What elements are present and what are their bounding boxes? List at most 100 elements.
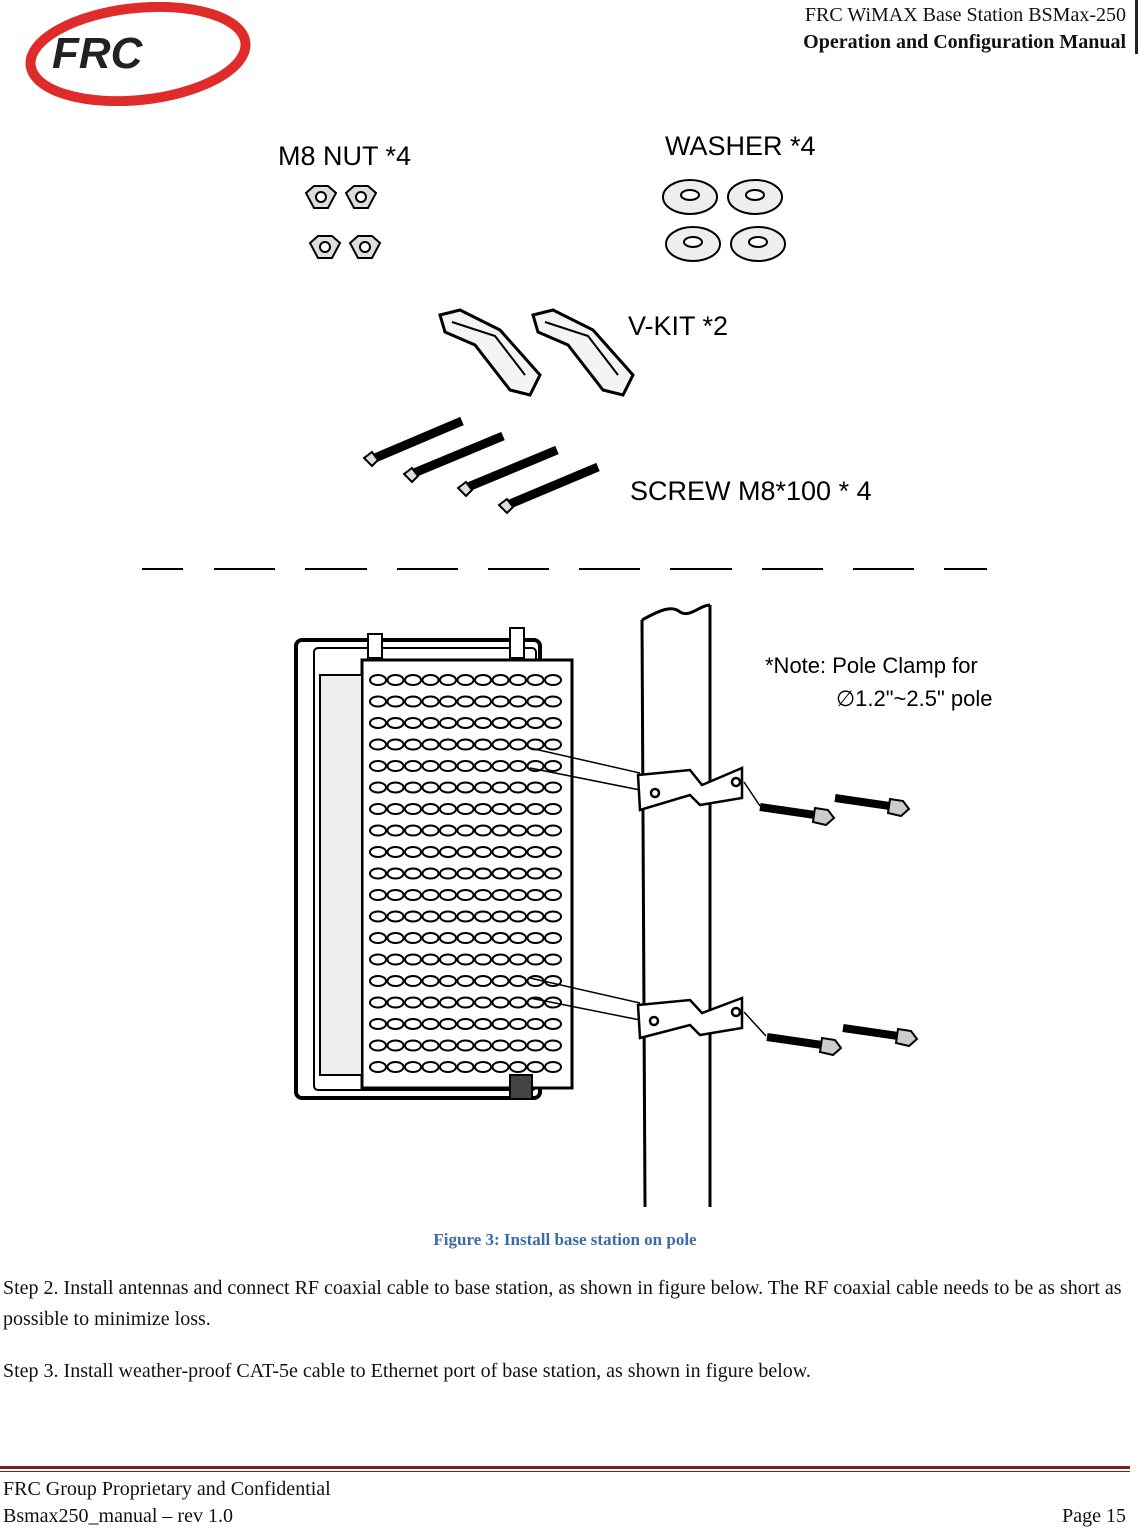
cooling-fin [509, 932, 527, 944]
cooling-fin [404, 717, 422, 729]
cooling-fin [456, 953, 475, 966]
cooling-fin [526, 953, 545, 966]
cooling-fin [544, 695, 562, 708]
footer-rule [0, 1466, 1130, 1469]
cooling-fin [544, 953, 562, 966]
cooling-fin [474, 1039, 492, 1052]
cooling-fin [421, 889, 440, 901]
cooling-fin [421, 1018, 440, 1030]
cooling-fin [474, 824, 492, 837]
cooling-fin [474, 846, 492, 858]
cooling-fin [439, 953, 457, 966]
cooling-fin [386, 717, 405, 729]
cooling-fin [474, 760, 492, 772]
cooling-fin [439, 867, 457, 880]
step-2-text: Step 2. Install antennas and connect RF … [3, 1277, 1122, 1330]
cooling-fin [386, 803, 405, 815]
cooling-fin [404, 889, 422, 901]
cooling-fin [491, 975, 510, 987]
cooling-fin [421, 996, 440, 1009]
cooling-fin [526, 867, 545, 880]
cooling-fin [526, 846, 545, 858]
header-subtitle: Operation and Configuration Manual [803, 31, 1126, 53]
cooling-fin [456, 695, 475, 708]
step-3-text: Step 3. Install weather-proof CAT-5e cab… [3, 1360, 811, 1382]
cooling-fin [369, 695, 387, 708]
cooling-fin [386, 781, 405, 794]
cooling-fin [421, 932, 440, 944]
cooling-fin [456, 867, 475, 880]
cooling-fin [404, 781, 422, 794]
cooling-fin [509, 1061, 527, 1073]
cooling-fin [421, 846, 440, 858]
cooling-fin [544, 781, 562, 794]
cooling-fin [369, 1061, 387, 1073]
cooling-fin [526, 674, 545, 686]
cooling-fin [544, 824, 562, 837]
nut-label: M8 NUT *4 [278, 141, 411, 171]
cooling-fin [456, 781, 475, 794]
cooling-fin [544, 867, 562, 880]
cooling-fin [404, 738, 422, 751]
cooling-fin [421, 910, 440, 923]
cooling-fin [526, 1061, 545, 1073]
frc-logo: FRC [22, 1, 252, 111]
cooling-fin [474, 674, 492, 686]
cooling-fin [369, 824, 387, 837]
cooling-fin [526, 781, 545, 794]
cooling-fin [544, 846, 562, 858]
cooling-fin [386, 996, 405, 1009]
cooling-fin [526, 803, 545, 815]
cooling-fin [404, 695, 422, 708]
cooling-fin [526, 910, 545, 923]
cooling-fin [404, 1039, 422, 1052]
cooling-fin [404, 910, 422, 923]
cooling-fin [386, 889, 405, 901]
cooling-fin [456, 717, 475, 729]
vkit-label: V-KIT *2 [628, 311, 728, 341]
cooling-fin [386, 695, 405, 708]
cooling-fin [369, 760, 387, 772]
cooling-fin [456, 1061, 475, 1073]
cooling-fin [474, 975, 492, 987]
cooling-fin [509, 910, 527, 923]
cooling-fin [474, 910, 492, 923]
cooling-fin [439, 738, 457, 751]
cooling-fin [369, 932, 387, 944]
cooling-fin [421, 717, 440, 729]
cooling-fin [404, 953, 422, 966]
installation-figure: M8 NUT *4 WASHER *4 V-KIT *2 SCREW M8*10… [0, 100, 1138, 1225]
washer-icons [662, 179, 786, 262]
cooling-fin [526, 1039, 545, 1052]
cooling-fin [509, 953, 527, 966]
cooling-fin [369, 1039, 387, 1052]
cooling-fin [491, 1018, 510, 1030]
cooling-fin [474, 781, 492, 794]
cooling-fin [509, 824, 527, 837]
note-line-2: ∅1.2"~2.5" pole [836, 686, 993, 711]
cooling-fin [439, 781, 457, 794]
page-number: Page 15 [1062, 1505, 1126, 1527]
cooling-fin [509, 760, 527, 772]
cooling-fin [456, 846, 475, 858]
cooling-fin [491, 867, 510, 880]
guide-lines [529, 747, 767, 1037]
cooling-fin [439, 1061, 457, 1073]
cooling-fin [526, 1018, 545, 1030]
cooling-fin [526, 824, 545, 837]
cooling-fin [544, 910, 562, 923]
cooling-fin [439, 803, 457, 815]
footer-doc-id: Bsmax250_manual – rev 1.0 [3, 1505, 233, 1527]
cooling-fin [421, 1061, 440, 1073]
cooling-fin [491, 781, 510, 794]
cooling-fin [369, 867, 387, 880]
cooling-fin [474, 717, 492, 729]
cooling-fin [544, 738, 562, 751]
cooling-fin [369, 738, 387, 751]
cooling-fin [491, 932, 510, 944]
cooling-fin [386, 738, 405, 751]
cooling-fin [404, 1018, 422, 1030]
nut-icons [304, 185, 382, 259]
cooling-fin [421, 953, 440, 966]
cooling-fin [439, 695, 457, 708]
